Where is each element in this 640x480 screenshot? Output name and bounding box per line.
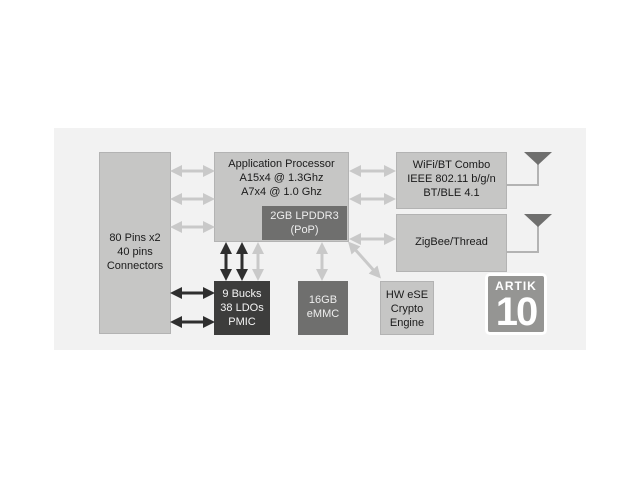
connectors-line-2: 40 pins bbox=[117, 246, 153, 258]
application-processor-block: Application Processor A15x4 @ 1.3Ghz A7x… bbox=[214, 152, 349, 242]
ap-line-3: A7x4 @ 1.0 Ghz bbox=[241, 186, 322, 198]
ese-line-3: Engine bbox=[389, 317, 425, 329]
lpddr-line-2: (PoP) bbox=[290, 224, 319, 236]
wifi-bt-block: WiFi/BT Combo IEEE 802.11 b/g/n BT/BLE 4… bbox=[396, 152, 507, 209]
arrow-ap-ese bbox=[348, 241, 381, 279]
ese-line-1: HW eSE bbox=[385, 289, 429, 301]
pmic-line-2: 38 LDOs bbox=[220, 302, 264, 314]
wifi-line-2: IEEE 802.11 b/g/n bbox=[407, 173, 496, 185]
connectors-line-1: 80 Pins x2 bbox=[109, 232, 161, 244]
artik-logo: ARTIK 10 bbox=[485, 273, 547, 335]
pmic-line-1: 9 Bucks bbox=[222, 288, 262, 300]
pmic-block: 9 Bucks 38 LDOs PMIC bbox=[214, 281, 270, 335]
wifi-line-1: WiFi/BT Combo bbox=[412, 159, 491, 171]
lpddr-line-1: 2GB LPDDR3 bbox=[270, 210, 339, 222]
connectors-block: 80 Pins x2 40 pins Connectors bbox=[99, 152, 171, 334]
ese-block: HW eSE Crypto Engine bbox=[380, 281, 434, 335]
wifi-line-3: BT/BLE 4.1 bbox=[423, 187, 480, 199]
logo-brand: ARTIK bbox=[495, 279, 537, 293]
logo-number: 10 bbox=[495, 290, 539, 334]
ese-line-2: Crypto bbox=[390, 303, 424, 315]
emmc-line-1: 16GB bbox=[308, 294, 338, 306]
emmc-line-2: eMMC bbox=[306, 308, 340, 320]
ap-line-1: Application Processor bbox=[228, 158, 335, 170]
emmc-block: 16GB eMMC bbox=[298, 281, 348, 335]
zigbee-line-1: ZigBee/Thread bbox=[415, 236, 488, 248]
pmic-line-3: PMIC bbox=[228, 316, 256, 328]
ap-line-2: A15x4 @ 1.3Ghz bbox=[239, 172, 324, 184]
connectors-line-3: Connectors bbox=[106, 260, 164, 272]
wifi-antenna-icon bbox=[507, 152, 552, 186]
lpddr3-block: 2GB LPDDR3 (PoP) bbox=[262, 206, 347, 240]
zigbee-antenna-icon bbox=[507, 214, 552, 253]
zigbee-block: ZigBee/Thread bbox=[396, 214, 507, 272]
